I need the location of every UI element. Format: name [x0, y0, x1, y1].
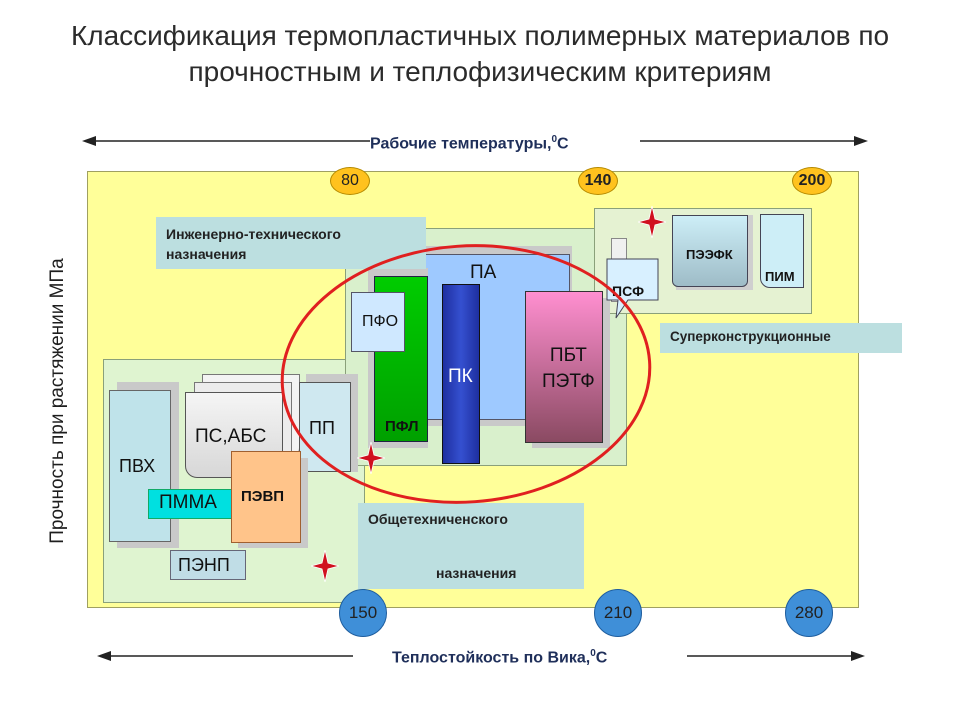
pvh-label: ПВХ: [119, 456, 156, 476]
penp-label: ПЭНП: [178, 555, 230, 575]
pa-label: ПА: [470, 262, 497, 283]
star-icon: [357, 442, 385, 474]
pseek-label: ПЭЭФК: [686, 247, 733, 262]
psf-label: ПСФ: [612, 283, 645, 299]
left-axis-label: Прочность при растяжении МПа: [47, 258, 68, 544]
temp-marker-200: 200: [792, 167, 832, 195]
general-label-line2: назначения: [436, 565, 517, 581]
vicat-marker-280: 280: [785, 589, 833, 637]
temp-marker-80: 80: [330, 167, 370, 195]
ps-abs-label: ПС,АБС: [195, 426, 267, 447]
pbt-label: ПБТ ПЭТФ: [542, 343, 595, 395]
pbt-text: ПБТ: [549, 345, 587, 366]
penp-box: [170, 550, 246, 580]
star-icon: [638, 206, 666, 238]
bottom-axis-arrow: [97, 651, 865, 661]
general-label-line1: Общетехниченского: [368, 511, 508, 527]
pim-box: [760, 214, 804, 288]
pmma-box: [148, 489, 232, 519]
bottom-axis-label: Теплостойкость по Вика,0С: [392, 648, 608, 667]
pim-label: ПИМ: [765, 269, 795, 284]
pp-label: ПП: [309, 418, 335, 438]
pk-label: ПК: [448, 366, 473, 387]
general-group-label: Общетехниченского назначения: [358, 503, 584, 589]
star-icon: [311, 550, 339, 582]
pfl-label: ПФЛ: [385, 418, 419, 435]
pseek-box: [672, 215, 748, 287]
pevp-label: ПЭВП: [241, 488, 285, 505]
pmma-label: ПММА: [159, 492, 217, 513]
page-title: Классификация термопластичных полимерных…: [70, 20, 890, 87]
superstructural-group-label: Суперконструкционные: [660, 323, 902, 353]
vicat-marker-210: 210: [594, 589, 642, 637]
vicat-marker-150: 150: [339, 589, 387, 637]
pfo-label: ПФО: [362, 313, 399, 330]
engineering-group-label: Инженерно-технического назначения: [156, 217, 426, 269]
top-axis-label: Рабочие температуры,0С: [370, 134, 569, 153]
temp-marker-140: 140: [578, 167, 618, 195]
petf-text: ПЭТФ: [542, 371, 595, 392]
top-axis-arrow: [82, 136, 868, 146]
